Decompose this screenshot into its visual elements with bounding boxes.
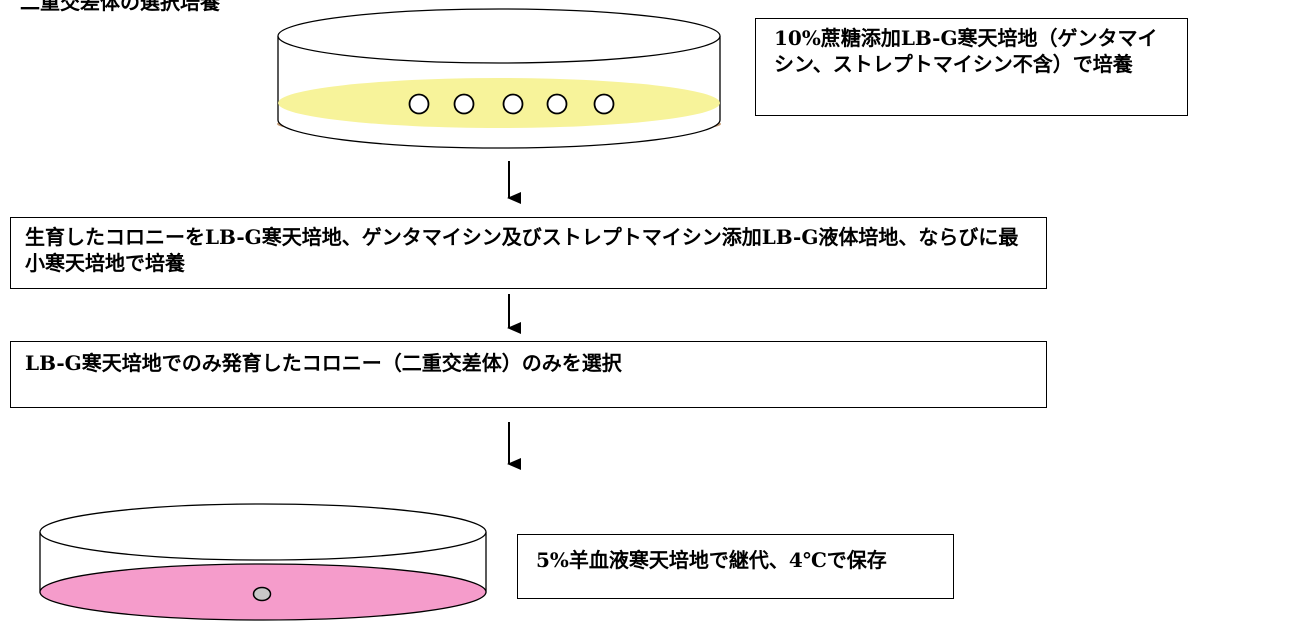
petri-dish-icon xyxy=(277,8,721,149)
step-box-colony-culture: 生育したコロニーをLB-G寒天培地、ゲンタマイシン及びストレプトマイシン添加LB… xyxy=(10,217,1047,289)
agar-surface-yellow xyxy=(278,78,720,128)
colony-circle-icon xyxy=(408,93,615,115)
colony-circle-icon xyxy=(252,586,272,602)
step-text: 5%羊血液寒天培地で継代、4℃で保存 xyxy=(536,548,887,572)
step-box-sucrose-culture: 10%蔗糖添加LB-G寒天培地（ゲンタマイシン、ストレプトマイシン不含）で培養 xyxy=(755,18,1188,116)
petri-dish-icon xyxy=(39,503,487,621)
step-text: 生育したコロニーをLB-G寒天培地、ゲンタマイシン及びストレプトマイシン添加LB… xyxy=(25,225,1019,275)
diagram-heading: 二重交差体の選択培養 xyxy=(20,0,220,14)
dish-lid-top xyxy=(277,8,721,64)
step-box-select-double-crossover: LB-G寒天培地でのみ発育したコロニー（二重交差体）のみを選択 xyxy=(10,341,1047,408)
dish-lid-top xyxy=(39,503,487,561)
step-text: LB-G寒天培地でのみ発育したコロニー（二重交差体）のみを選択 xyxy=(25,351,622,375)
step-text: 10%蔗糖添加LB-G寒天培地（ゲンタマイシン、ストレプトマイシン不含）で培養 xyxy=(774,26,1158,76)
step-box-subculture-storage: 5%羊血液寒天培地で継代、4℃で保存 xyxy=(517,534,954,599)
